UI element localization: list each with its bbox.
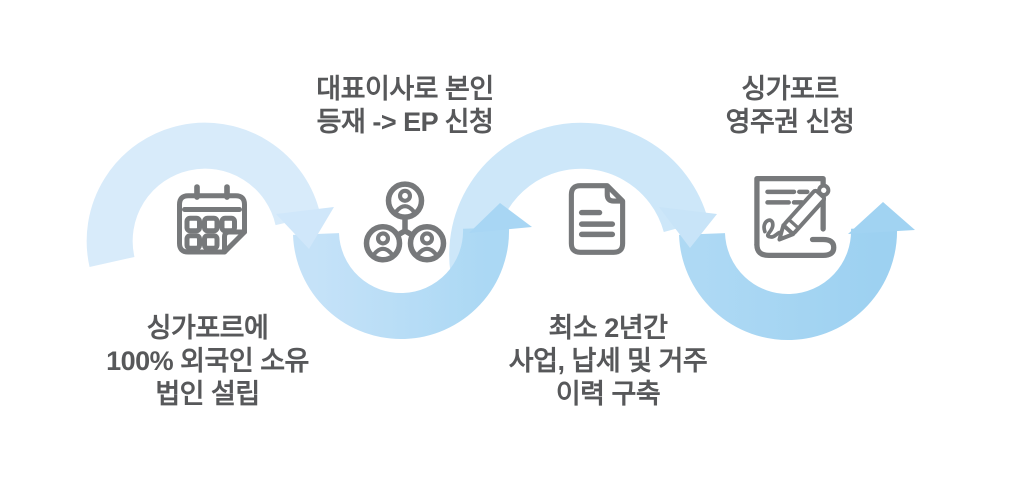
contract-signing-icon — [738, 168, 850, 266]
pen-icon — [777, 183, 831, 242]
step-2-label: 대표이사로 본인 등재 -> EP 신청 — [316, 74, 494, 137]
step-3-label: 최소 2년간 사업, 납세 및 거주 이력 구축 — [508, 313, 708, 409]
person-glyph — [372, 231, 394, 257]
wave-arc-2 — [293, 227, 510, 340]
arrowhead-up-2 — [469, 203, 532, 233]
wave-arc-1 — [86, 122, 321, 268]
person-glyph — [394, 188, 416, 214]
arrowhead-down-3 — [659, 207, 717, 248]
arrowhead-up-4 — [848, 202, 915, 234]
arrowhead-down-1 — [276, 207, 334, 249]
wave-arc-4 — [679, 227, 898, 341]
step-1-label: 싱가포르에 100% 외국인 소유 법인 설립 — [106, 313, 309, 409]
document-icon — [556, 178, 638, 260]
calendar-icon — [172, 182, 252, 262]
team-icon — [361, 180, 449, 268]
person-glyph — [416, 231, 438, 257]
step-4-label: 싱가포르 영주권 신청 — [725, 74, 855, 137]
